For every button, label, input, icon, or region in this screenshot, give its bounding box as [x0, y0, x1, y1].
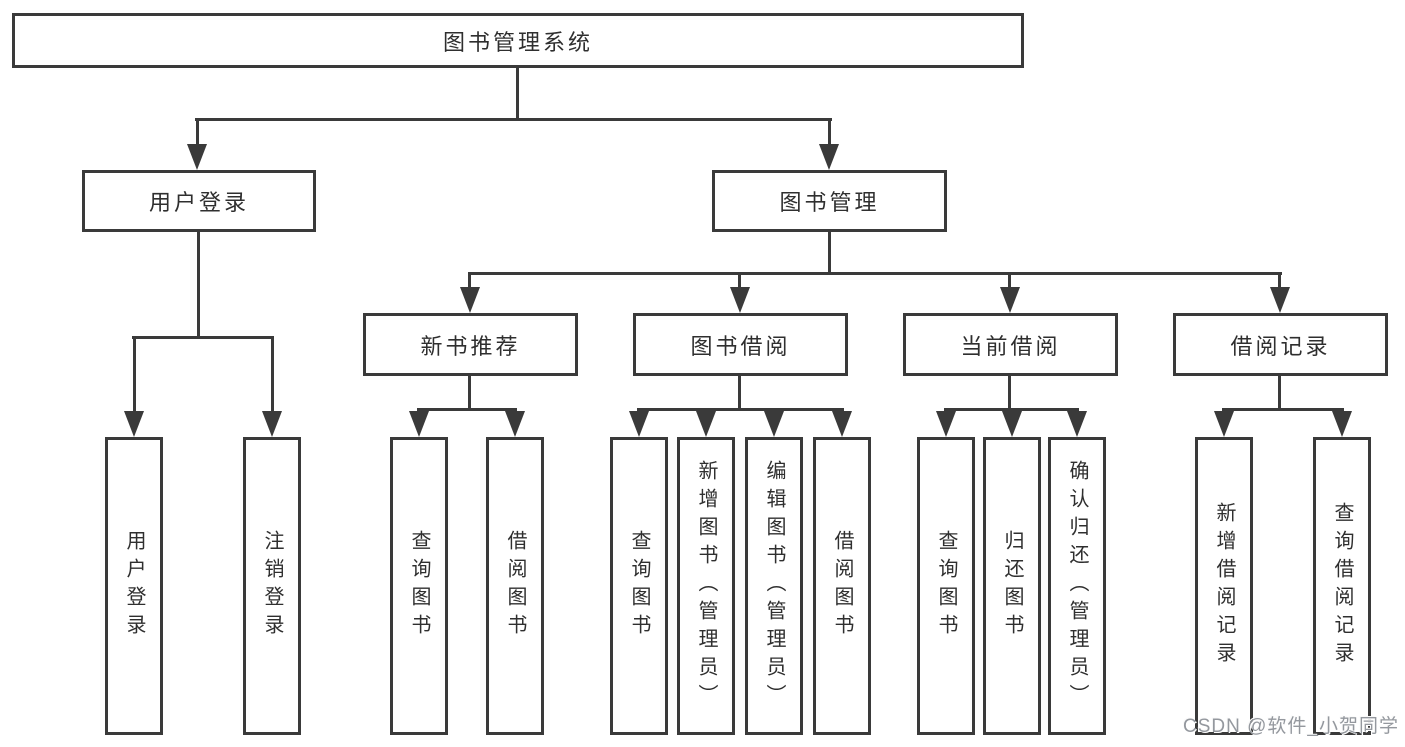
node-borrowing-records: 借阅记录: [1173, 313, 1388, 376]
connector-borrow-bar: [637, 408, 844, 411]
connector-leaf-userlogin-shaft: [133, 336, 136, 414]
node-new-book-recommend-label: 新书推荐: [420, 333, 521, 359]
arrow-down-current: [1000, 287, 1020, 313]
arrow-down-records: [1270, 287, 1290, 313]
leaf-bw-add-books-admin-label: 新增图书（管理员）: [695, 460, 717, 712]
connector-login-stem: [197, 232, 200, 336]
leaf-logout: 注销登录: [243, 437, 301, 735]
arrow-down-bw-borrow: [832, 411, 852, 437]
node-current-borrowing-label: 当前借阅: [960, 333, 1061, 359]
connector-mgmt-bar: [468, 272, 1282, 275]
connector-newbook-stem: [468, 376, 471, 408]
leaf-bw-add-books-admin: 新增图书（管理员）: [677, 437, 735, 735]
node-book-management-label: 图书管理: [779, 190, 880, 215]
connector-records-stem: [1278, 376, 1281, 408]
connector-newbook-shaft: [468, 272, 471, 290]
connector-leaf-logout-shaft: [271, 336, 274, 414]
leaf-cu-return-books: 归还图书: [983, 437, 1041, 735]
connector-borrow-stem: [738, 376, 741, 408]
leaf-logout-label: 注销登录: [261, 530, 283, 642]
arrow-down-cu-query: [936, 411, 956, 437]
connector-mgmt-shaft: [828, 118, 831, 148]
node-current-borrowing: 当前借阅: [903, 313, 1118, 376]
connector-login-shaft: [196, 118, 199, 148]
csdn-watermark: CSDN @软件_小贺同学: [1183, 716, 1399, 737]
node-user-login: 用户登录: [82, 170, 316, 232]
arrow-down-cu-confirm: [1067, 411, 1087, 437]
connector-mgmt-stem: [828, 232, 831, 272]
connector-current-shaft: [1008, 272, 1011, 290]
leaf-rc-query-record: 查询借阅记录: [1313, 437, 1371, 735]
leaf-bw-borrow-books: 借阅图书: [813, 437, 871, 735]
node-user-login-label: 用户登录: [148, 190, 249, 215]
arrow-down-cu-return: [1002, 411, 1022, 437]
arrow-down-leaf-userlogin: [124, 411, 144, 437]
arrow-down-login: [187, 144, 207, 170]
leaf-rc-add-record-label: 新增借阅记录: [1213, 502, 1235, 670]
connector-root-bar: [195, 118, 832, 121]
leaf-nb-query-books: 查询图书: [390, 437, 448, 735]
node-new-book-recommend: 新书推荐: [363, 313, 578, 376]
leaf-bw-query-books: 查询图书: [610, 437, 668, 735]
arrow-down-rc-query: [1332, 411, 1352, 437]
leaf-user-login-label: 用户登录: [123, 530, 145, 642]
connector-root-stem: [516, 68, 519, 118]
node-book-management: 图书管理: [712, 170, 947, 232]
arrow-down-borrow: [730, 287, 750, 313]
leaf-nb-borrow-books: 借阅图书: [486, 437, 544, 735]
arrow-down-leaf-logout: [262, 411, 282, 437]
arrow-down-rc-add: [1214, 411, 1234, 437]
arrow-down-nb-borrow: [505, 411, 525, 437]
connector-newbook-bar: [417, 408, 517, 411]
leaf-cu-return-books-label: 归还图书: [1001, 530, 1023, 642]
leaf-nb-borrow-books-label: 借阅图书: [504, 530, 526, 642]
leaf-cu-confirm-return-admin-label: 确认归还（管理员）: [1066, 460, 1088, 712]
node-borrowing-records-label: 借阅记录: [1230, 333, 1331, 359]
arrow-down-mgmt: [819, 144, 839, 170]
leaf-cu-query-books: 查询图书: [917, 437, 975, 735]
node-book-borrowing: 图书借阅: [633, 313, 848, 376]
leaf-bw-edit-books-admin: 编辑图书（管理员）: [745, 437, 803, 735]
leaf-user-login: 用户登录: [105, 437, 163, 735]
arrow-down-bw-query: [629, 411, 649, 437]
leaf-cu-query-books-label: 查询图书: [935, 530, 957, 642]
node-root-system-label: 图书管理系统: [442, 29, 593, 55]
connector-current-stem: [1008, 376, 1011, 408]
leaf-bw-edit-books-admin-label: 编辑图书（管理员）: [763, 460, 785, 712]
arrow-down-nb-query: [409, 411, 429, 437]
leaf-rc-query-record-label: 查询借阅记录: [1331, 502, 1353, 670]
connector-records-bar: [1222, 408, 1344, 411]
leaf-bw-borrow-books-label: 借阅图书: [831, 530, 853, 642]
connector-records-shaft: [1278, 272, 1281, 290]
node-root-system: 图书管理系统: [12, 13, 1024, 68]
connector-login-bar: [132, 336, 274, 339]
leaf-rc-add-record: 新增借阅记录: [1195, 437, 1253, 735]
arrow-down-bw-edit: [764, 411, 784, 437]
leaf-nb-query-books-label: 查询图书: [408, 530, 430, 642]
arrow-down-newbook: [460, 287, 480, 313]
leaf-bw-query-books-label: 查询图书: [628, 530, 650, 642]
connector-borrow-shaft: [738, 272, 741, 290]
leaf-cu-confirm-return-admin: 确认归还（管理员）: [1048, 437, 1106, 735]
arrow-down-bw-add: [696, 411, 716, 437]
node-book-borrowing-label: 图书借阅: [690, 333, 791, 359]
